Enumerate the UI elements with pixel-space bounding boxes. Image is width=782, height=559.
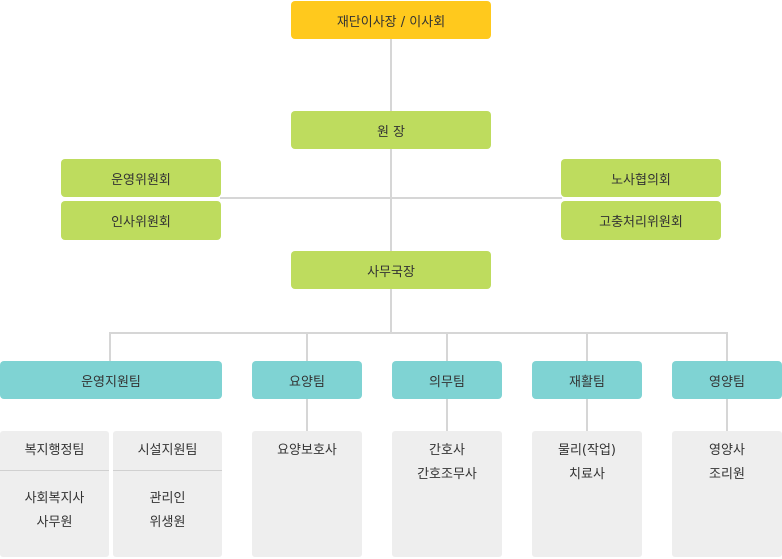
- welfare-team-title: 복지행정팀: [24, 443, 85, 458]
- secretary-box: 사무국장: [291, 251, 491, 289]
- medical-staff-2: 간호조무사: [417, 467, 477, 482]
- nutrition-staff-1: 영양사: [709, 443, 745, 458]
- connector-top-to-director: [390, 39, 392, 111]
- care-staff-1: 요양보호사: [277, 443, 337, 458]
- connector-teams-horizontal: [109, 332, 728, 334]
- welfare-staff-2: 사무원: [36, 515, 73, 530]
- connector-rehab-panel: [586, 399, 588, 431]
- rehab-staff-2: 치료사: [569, 467, 605, 482]
- connector-director-to-secretary: [390, 149, 392, 251]
- panel-welfare-admin: 복지행정팀 사회복지사 사무원: [0, 431, 109, 557]
- board-box: 재단이사장 / 이사회: [291, 1, 491, 39]
- connector-team-rehab: [586, 332, 588, 361]
- connector-team-ops: [109, 332, 111, 361]
- connector-team-medical: [446, 332, 448, 361]
- team-rehab: 재활팀: [532, 361, 642, 399]
- connector-committees-horizontal: [220, 197, 562, 199]
- medical-staff-1: 간호사: [429, 443, 465, 458]
- connector-nutrition-panel: [726, 399, 728, 431]
- committee-grievance: 고충처리위원회: [561, 201, 721, 240]
- connector-medical-panel: [446, 399, 448, 431]
- team-ops-support: 운영지원팀: [0, 361, 222, 399]
- welfare-divider: [0, 470, 109, 471]
- facility-team-title: 시설지원팀: [137, 443, 198, 458]
- committee-operations: 운영위원회: [61, 159, 221, 197]
- panel-nutrition-staff: 영양사 조리원: [672, 431, 782, 557]
- facility-divider: [113, 470, 222, 471]
- team-nutrition: 영양팀: [672, 361, 782, 399]
- team-medical: 의무팀: [392, 361, 502, 399]
- rehab-staff-1: 물리(작업): [558, 443, 616, 458]
- connector-team-care: [306, 332, 308, 361]
- panel-medical-staff: 간호사 간호조무사: [392, 431, 502, 557]
- connector-secretary-down: [390, 289, 392, 332]
- connector-team-nutrition: [726, 332, 728, 361]
- panel-care-staff: 요양보호사: [252, 431, 362, 557]
- nutrition-staff-2: 조리원: [709, 467, 745, 482]
- facility-staff-1: 관리인: [149, 491, 186, 506]
- panel-facility-support: 시설지원팀 관리인 위생원: [113, 431, 222, 557]
- connector-care-panel: [306, 399, 308, 431]
- director-box: 원 장: [291, 111, 491, 149]
- facility-staff-2: 위생원: [149, 515, 186, 530]
- committee-labor: 노사협의회: [561, 159, 721, 197]
- team-care: 요양팀: [252, 361, 362, 399]
- welfare-staff-1: 사회복지사: [24, 491, 85, 506]
- committee-personnel: 인사위원회: [61, 201, 221, 240]
- panel-rehab-staff: 물리(작업) 치료사: [532, 431, 642, 557]
